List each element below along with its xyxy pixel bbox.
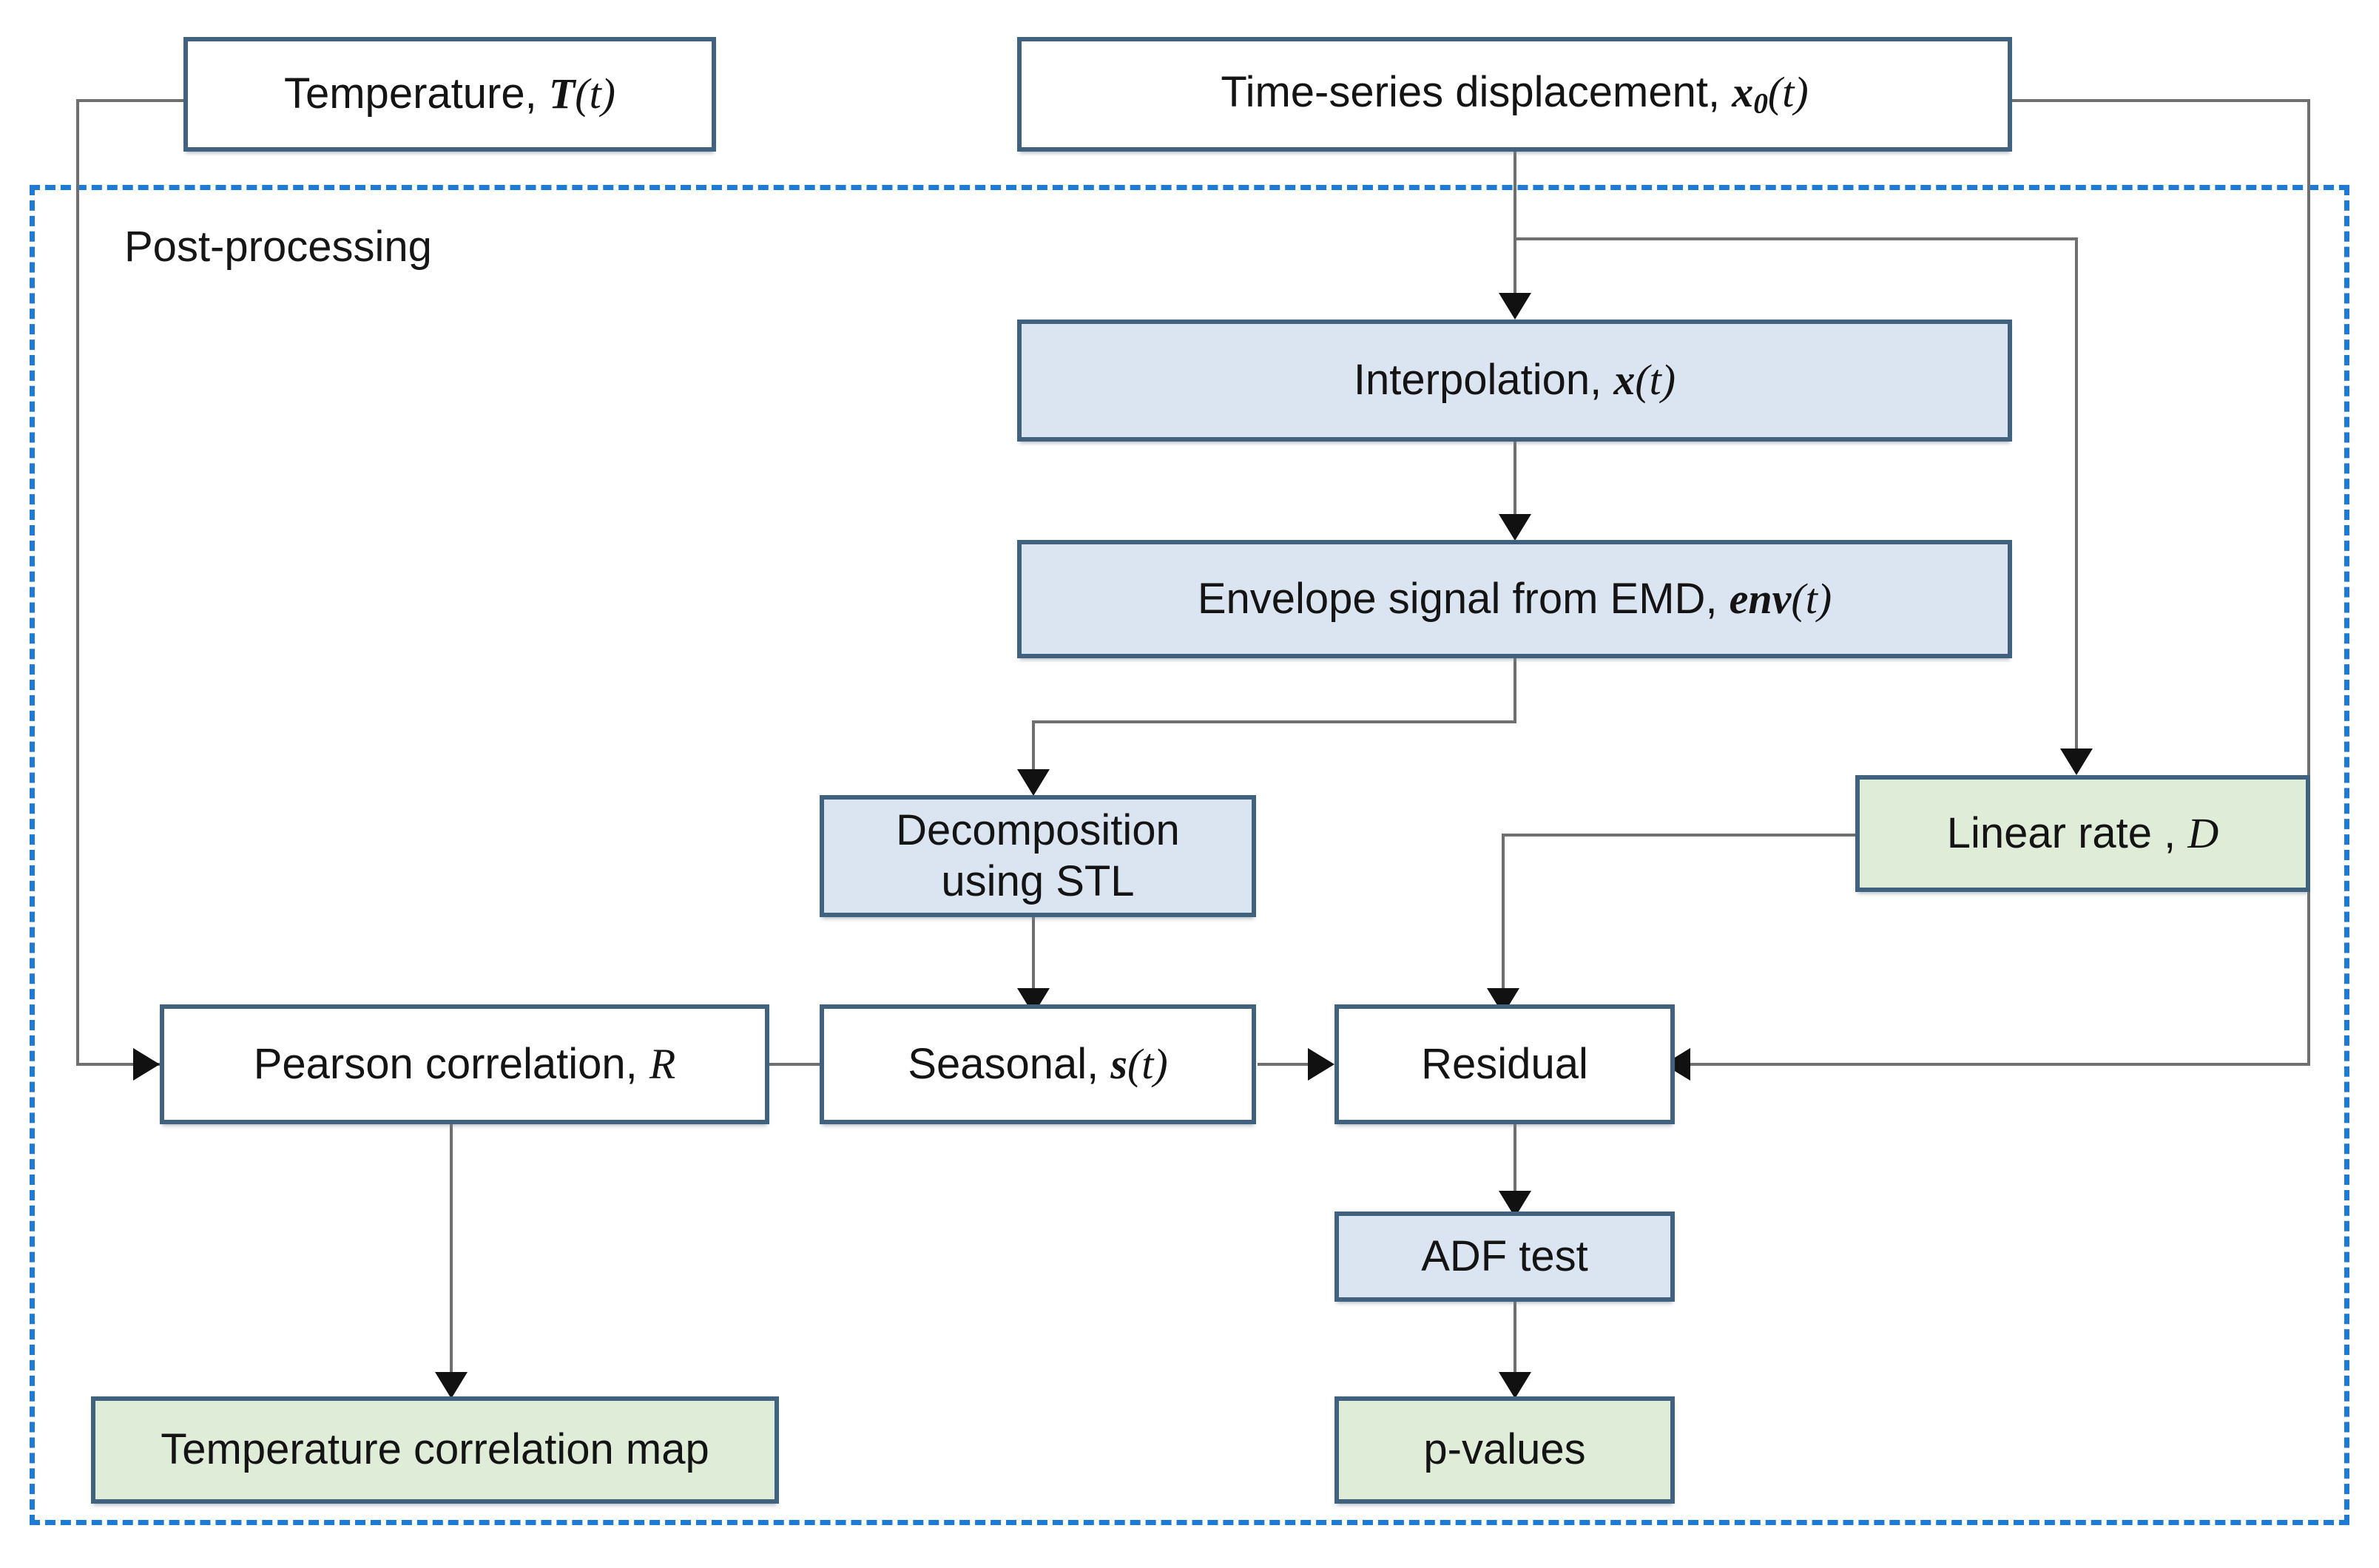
edge-timeseries-interpolation-seg-v — [1514, 152, 1516, 311]
edge-temperature-pearson-seg-h2 — [76, 1063, 161, 1066]
node-pearson-correlation[interactable]: Pearson correlation, R — [160, 1004, 769, 1124]
arrowhead-into-residual-left — [1308, 1048, 1334, 1081]
edge-temperature-pearson-seg-h1 — [76, 99, 183, 102]
edge-seasonal-residual-seg-h — [1258, 1063, 1309, 1066]
edge-envelope-decomposition-seg-v2 — [1032, 720, 1035, 783]
node-envelope-signal-emd-label: Envelope signal from EMD, env(t) — [1197, 574, 1832, 623]
edge-timeseries-residual-seg-h2 — [1690, 1063, 2310, 1066]
node-seasonal-label: Seasonal, s(t) — [908, 1039, 1168, 1088]
node-residual[interactable]: Residual — [1334, 1004, 1675, 1124]
arrowhead-into-p-values — [1499, 1372, 1531, 1399]
node-time-series-displacement-label: Time-series displacement, x0(t) — [1221, 68, 1809, 121]
edge-timeseries-linearrate-seg-v — [2075, 237, 2078, 766]
node-temperature-correlation-map-label: Temperature correlation map — [161, 1425, 709, 1474]
post-processing-group-boundary — [30, 185, 2349, 1525]
node-temperature-correlation-map[interactable]: Temperature correlation map — [91, 1396, 779, 1504]
node-time-series-displacement[interactable]: Time-series displacement, x0(t) — [1017, 37, 2012, 152]
edge-envelope-decomposition-seg-h — [1032, 720, 1516, 723]
node-linear-rate[interactable]: Linear rate , D — [1855, 775, 2310, 892]
arrowhead-into-envelope — [1499, 514, 1531, 541]
edge-pearson-tempmap-seg-v — [450, 1124, 453, 1376]
node-pearson-correlation-label: Pearson correlation, R — [253, 1039, 676, 1088]
node-interpolation-label: Interpolation, x(t) — [1353, 356, 1676, 405]
edge-linearrate-residual-seg-h — [1502, 834, 1855, 837]
edge-linearrate-residual-seg-v — [1502, 834, 1505, 1004]
post-processing-label: Post-processing — [124, 223, 432, 271]
node-p-values[interactable]: p-values — [1334, 1396, 1675, 1504]
node-interpolation[interactable]: Interpolation, x(t) — [1017, 320, 2012, 442]
arrowhead-into-decomposition — [1017, 769, 1050, 796]
edge-adf-pvalues-seg-v — [1514, 1302, 1516, 1390]
arrowhead-into-interpolation — [1499, 293, 1531, 320]
edge-timeseries-residual-seg-v — [2307, 99, 2310, 1064]
edge-decomposition-seasonal-seg-v — [1032, 917, 1035, 1007]
node-temperature-label: Temperature, T(t) — [283, 70, 615, 118]
arrowhead-into-linear-rate — [2060, 748, 2093, 775]
node-decomposition-stl-line1: Decomposition — [896, 806, 1180, 855]
node-p-values-label: p-values — [1423, 1425, 1586, 1474]
edge-timeseries-linearrate-seg-h — [1514, 237, 2078, 240]
node-residual-label: Residual — [1421, 1039, 1588, 1088]
node-decomposition-stl-line2: using STL — [941, 856, 1135, 905]
node-linear-rate-label: Linear rate , D — [1946, 808, 2219, 857]
edge-seasonal-pearson-seg-h — [769, 1063, 821, 1066]
edge-temperature-pearson-seg-v — [76, 99, 79, 1064]
edge-residual-adf-seg-v — [1514, 1124, 1516, 1209]
node-seasonal[interactable]: Seasonal, s(t) — [820, 1004, 1256, 1124]
node-adf-test[interactable]: ADF test — [1334, 1212, 1675, 1302]
node-adf-test-label: ADF test — [1421, 1231, 1588, 1280]
arrowhead-into-temperature-map — [435, 1372, 468, 1399]
node-temperature[interactable]: Temperature, T(t) — [183, 37, 716, 152]
arrowhead-into-pearson-left — [133, 1048, 160, 1081]
node-envelope-signal-emd[interactable]: Envelope signal from EMD, env(t) — [1017, 540, 2012, 658]
edge-timeseries-residual-seg-h1 — [2011, 99, 2310, 102]
edge-interpolation-envelope-seg-v — [1514, 442, 1516, 532]
edge-envelope-decomposition-seg-v1 — [1514, 658, 1516, 722]
node-decomposition-stl[interactable]: Decomposition using STL — [820, 795, 1256, 917]
